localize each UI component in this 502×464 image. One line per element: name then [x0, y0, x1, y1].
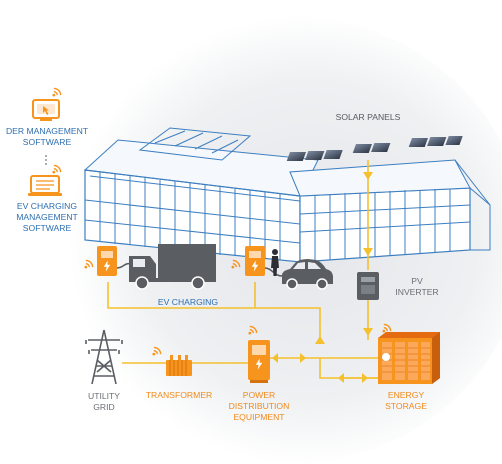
power-distribution-label-line2: DISTRIBUTION — [228, 401, 290, 411]
utility-grid-label: UTILITY GRID — [70, 391, 138, 413]
solar-panels-label: SOLAR PANELS — [335, 112, 401, 122]
utility-grid-label-line1: UTILITY — [88, 391, 120, 401]
ev-software-label-line1: EV CHARGING — [16, 201, 78, 211]
truck-icon — [129, 244, 216, 290]
der-software-label-line2: SOFTWARE — [22, 137, 72, 147]
ev-software-label-line2: MANAGEMENT — [16, 212, 78, 222]
person-icon — [271, 249, 279, 276]
inverter-icon — [357, 272, 379, 300]
wifi-signal-icon — [52, 87, 62, 97]
pv-inverter-label: PV INVERTER — [382, 276, 452, 298]
der-software-label: DER MANAGEMENT SOFTWARE — [2, 126, 92, 148]
battery-rack-icon — [378, 332, 440, 384]
der-software-label-line1: DER MANAGEMENT — [5, 126, 89, 136]
transmission-tower-icon — [85, 329, 123, 385]
laptop-icon — [28, 175, 62, 196]
ev-software-label: EV CHARGING MANAGEMENT SOFTWARE — [2, 201, 92, 234]
energy-storage-label-line1: ENERGY — [387, 390, 425, 400]
building-illustration — [83, 127, 491, 263]
power-distribution-label: POWER DISTRIBUTION EQUIPMENT — [219, 390, 299, 423]
arrow-icon — [272, 172, 373, 383]
transformer-icon — [166, 355, 192, 376]
car-icon — [282, 259, 333, 290]
ev-software-label-line3: SOFTWARE — [22, 223, 72, 233]
power-distribution-label-line3: EQUIPMENT — [233, 412, 285, 422]
ev-charger-icon — [245, 246, 265, 276]
solar-panel-icon — [286, 136, 463, 161]
energy-storage-label: ENERGY STORAGE — [369, 390, 443, 412]
ev-charger-icon — [97, 246, 117, 276]
utility-grid-label-line2: GRID — [93, 402, 115, 412]
pv-inverter-label-line2: INVERTER — [395, 287, 439, 297]
monitor-icon — [32, 99, 60, 121]
charging-cable — [264, 267, 283, 277]
power-distribution-label-line1: POWER — [242, 390, 276, 400]
pv-inverter-label-line1: PV — [411, 276, 423, 286]
distribution-cabinet-icon — [248, 340, 270, 383]
transformer-label: TRANSFORMER — [145, 390, 213, 400]
ev-charging-label: EV CHARGING — [157, 297, 219, 307]
energy-storage-label-line2: STORAGE — [385, 401, 427, 411]
